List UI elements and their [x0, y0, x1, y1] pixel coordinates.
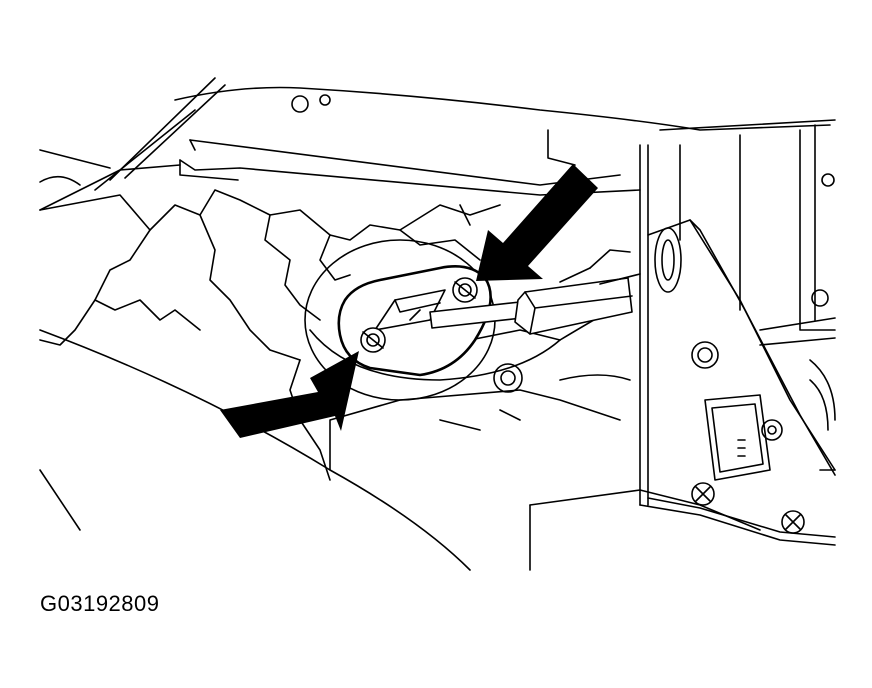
figure-reference-code: G03192809	[40, 591, 160, 616]
wiring-lines	[39, 77, 226, 211]
cutaway-edges	[39, 189, 501, 481]
technical-illustration	[39, 77, 836, 571]
callout-arrow-upper	[476, 164, 598, 281]
vertical-bracket	[639, 144, 836, 546]
upper-mount-stud	[452, 277, 478, 303]
right-framework	[659, 119, 836, 471]
pry-tool	[429, 249, 641, 335]
cowl-panel	[174, 86, 831, 226]
lower-mount-stud	[360, 327, 386, 353]
callout-arrow-lower	[220, 351, 359, 438]
